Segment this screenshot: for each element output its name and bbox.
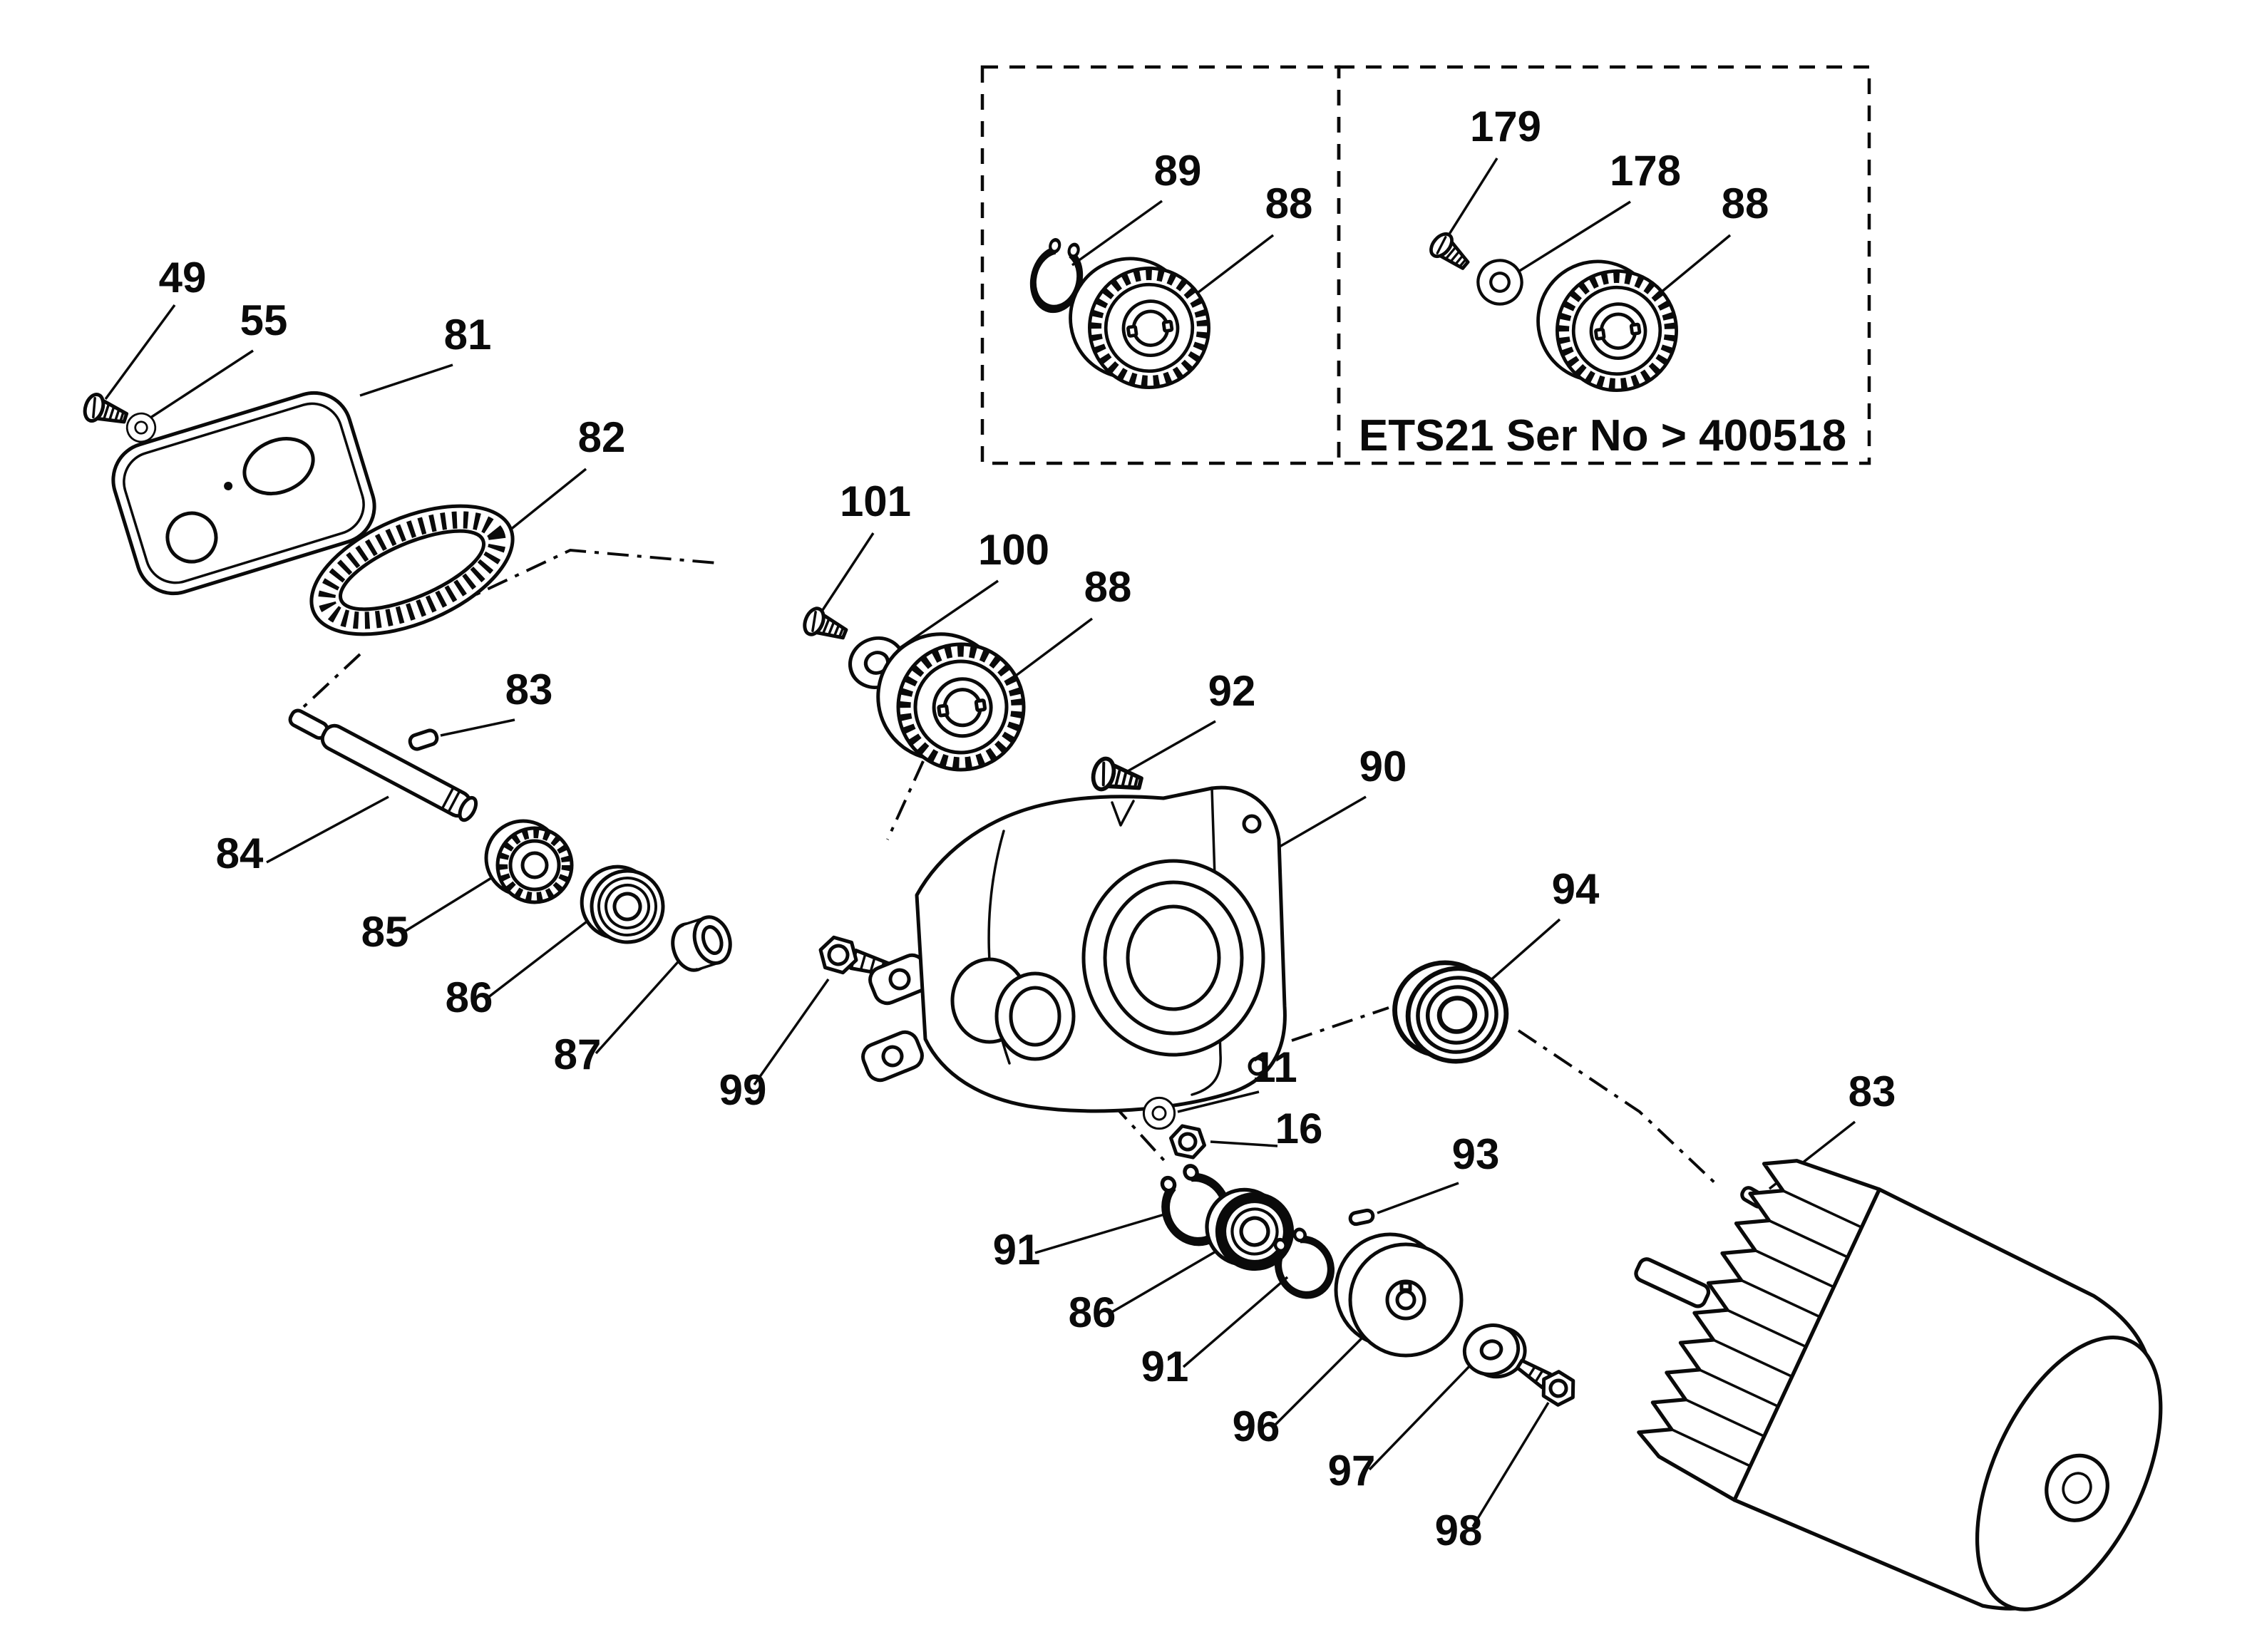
screw-101	[801, 606, 850, 646]
part-label-91-lower: 91	[1141, 1343, 1189, 1390]
part-label-93: 93	[1452, 1130, 1500, 1178]
part-label-83-right: 83	[1849, 1068, 1896, 1115]
inset-caption: ETS21 Ser No > 400518	[1359, 411, 1846, 460]
part-label-99: 99	[719, 1066, 767, 1114]
inset-right-box	[1337, 65, 1871, 465]
construction-lines	[294, 548, 1718, 1186]
motor-armature	[1634, 1159, 2163, 1611]
screw-92	[1090, 756, 1143, 798]
part-label-85: 85	[361, 908, 409, 956]
part-label-92: 92	[1208, 667, 1256, 715]
part-label-87: 87	[554, 1031, 602, 1078]
pulley-88-inset-right	[1531, 252, 1685, 401]
part-label-178: 178	[1610, 147, 1681, 195]
key-93	[1348, 1208, 1375, 1227]
part-label-90: 90	[1359, 743, 1407, 790]
part-label-16: 16	[1275, 1105, 1323, 1152]
pulley-88-inset-left	[1063, 249, 1217, 398]
part-label-88-inset-left: 88	[1265, 180, 1313, 227]
part-label-83-left: 83	[505, 666, 553, 713]
bushing-87	[671, 915, 732, 972]
part-label-55: 55	[240, 296, 288, 344]
part-label-82: 82	[578, 413, 626, 461]
bearing-94	[1386, 951, 1515, 1073]
part-label-86-left: 86	[446, 974, 493, 1021]
part-label-49: 49	[159, 254, 207, 301]
part-label-88-main: 88	[1084, 563, 1132, 611]
part-label-81: 81	[444, 311, 492, 358]
cover-plate-81	[111, 391, 376, 596]
washer-97	[1462, 1323, 1527, 1379]
part-label-98: 98	[1435, 1507, 1483, 1554]
pulley-flange-96	[1334, 1232, 1464, 1358]
bolt-98	[1516, 1358, 1575, 1407]
part-label-91-upper: 91	[993, 1226, 1041, 1274]
part-label-84: 84	[216, 830, 264, 877]
part-label-101: 101	[840, 477, 911, 525]
bearing-86-lower	[1199, 1179, 1300, 1279]
part-label-89: 89	[1154, 147, 1202, 195]
part-label-11: 11	[1252, 1043, 1297, 1091]
part-label-88-inset-right: 88	[1722, 180, 1769, 227]
drive-belt-82	[309, 504, 515, 636]
bearing-86-left	[575, 857, 671, 952]
leader-lines	[104, 158, 1856, 1527]
washer-178-inset	[1473, 255, 1527, 309]
part-label-179: 179	[1470, 103, 1541, 150]
screw-179-inset	[1427, 230, 1474, 275]
part-label-97: 97	[1328, 1447, 1376, 1494]
part-label-100: 100	[978, 526, 1049, 574]
part-label-94: 94	[1552, 865, 1600, 913]
gearbox-housing-90	[861, 785, 1287, 1113]
part-label-96: 96	[1233, 1403, 1280, 1450]
key-83-left	[408, 728, 439, 751]
part-label-86-lower: 86	[1069, 1289, 1116, 1336]
nut-16	[1169, 1124, 1206, 1160]
gear-85	[484, 819, 574, 904]
washer-11	[1142, 1096, 1176, 1130]
shaft-84	[288, 708, 478, 822]
